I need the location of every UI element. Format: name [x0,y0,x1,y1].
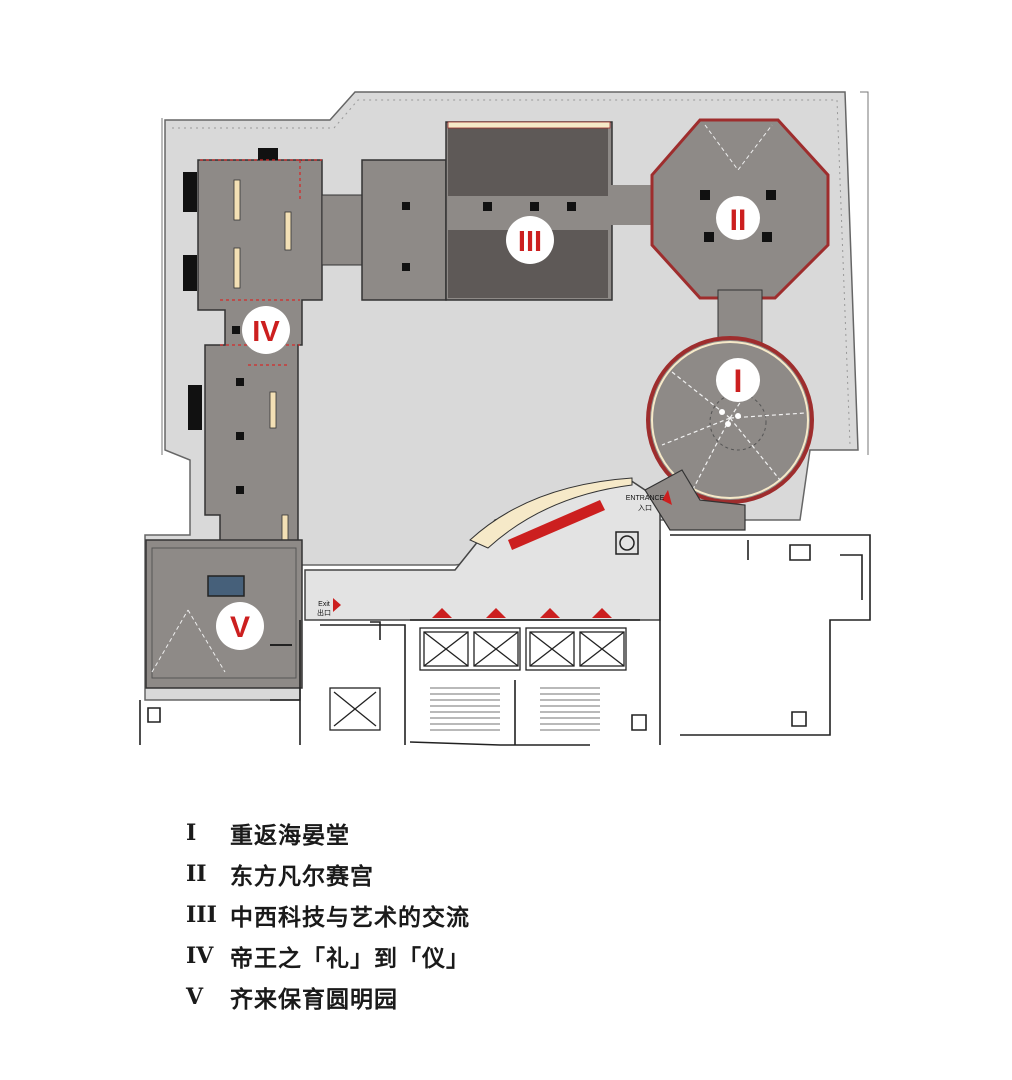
stairwells [430,687,600,731]
entrance-label-en: ENTRANCE [626,495,665,502]
zone-numeral-v: V [230,611,250,644]
legend-numeral: III [186,901,217,928]
gallery-iii-hall [445,121,660,301]
legend-name: 齐来保育圆明园 [230,985,398,1013]
legend-numeral: I [186,819,197,846]
zone-numeral-i: I [734,363,743,399]
legend-name: 中西科技与艺术的交流 [230,903,470,931]
legend-numeral: V [186,983,204,1010]
zone-badge-iv: IV [242,306,290,354]
outer-facade [161,91,869,455]
zone-numeral-ii: II [730,204,747,237]
entrance-label-zh: 入口 [638,504,652,512]
curved-display-wall [469,477,633,550]
direction-markers [333,490,672,618]
exit-label-zh: 出口 [317,608,331,617]
legend-name: 重返海晏堂 [230,821,350,849]
gallery-i-rotunda [646,336,814,504]
floor-plan-map: I II III IV V ENTRANCE 入口 Exit 出口 [139,91,871,746]
entrance-passage [644,469,746,531]
zone-legend: I 重返海晏堂 II 东方凡尔赛宫 III 中西科技与艺术的交流 IV 帝王之「… [186,812,470,1017]
legend-item: IV 帝王之「礼」到「仪」 [186,935,470,976]
elevator-bank [329,627,627,731]
zone-badge-iii: III [506,216,554,264]
legend-item: V 齐来保育圆明园 [186,976,470,1017]
legend-item: II 东方凡尔赛宫 [186,853,470,894]
legend-item: III 中西科技与艺术的交流 [186,894,470,935]
building-walls [139,534,871,746]
exit-label-en: Exit [318,601,330,608]
legend-name: 东方凡尔赛宫 [230,862,374,890]
column [615,531,639,555]
legend-name: 帝王之「礼」到「仪」 [230,944,470,972]
gallery-iii-west-room [361,159,447,301]
zone-badge-v: V [216,602,264,650]
zone-numeral-iv: IV [252,316,280,348]
zone-badge-i: I [716,358,760,402]
gallery-iv-hall [183,148,368,552]
legend-item: I 重返海晏堂 [186,812,470,853]
legend-numeral: II [186,860,207,887]
zone-badge-ii: II [716,196,760,240]
legend-numeral: IV [186,942,214,969]
zone-numeral-iii: III [518,226,542,258]
